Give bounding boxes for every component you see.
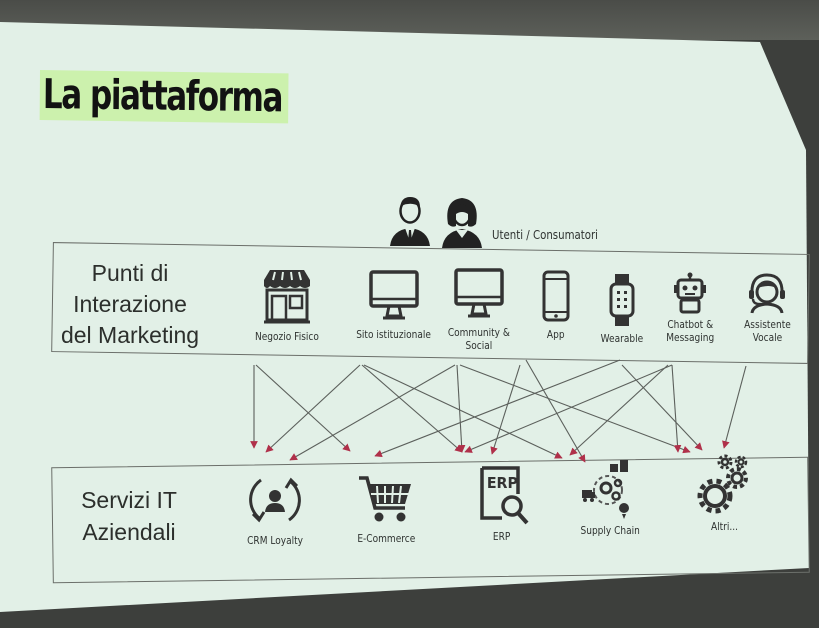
shopping-cart-icon <box>359 476 411 522</box>
man-icon <box>390 197 430 246</box>
item-label: Chatbot & Messaging <box>666 318 714 344</box>
item-label: App <box>547 328 565 341</box>
interaction-label-line-2: Interazione <box>73 291 187 317</box>
arrow-assistente-altri <box>722 365 747 449</box>
item-label: ERP <box>493 530 511 543</box>
interaction-label-line-3: del Marketing <box>60 322 200 348</box>
smartphone-icon <box>542 270 570 322</box>
services-band-label: Servizi IT Aziendali <box>70 484 188 548</box>
item-label: CRM Loyalty <box>247 534 303 547</box>
woman-icon <box>442 198 482 248</box>
arrow-community-ecommerce <box>456 364 466 453</box>
gears-icon <box>697 454 748 514</box>
services-label-line-2: Aziendali <box>82 519 176 545</box>
robot-icon <box>674 272 706 314</box>
services-label-line-1: Servizi IT <box>81 487 177 513</box>
item-label: Altri... <box>710 520 738 533</box>
item-wearable: Wearable <box>596 272 648 345</box>
arrow-sito-erp <box>361 364 463 453</box>
item-crm-loyalty: CRM Loyalty <box>230 470 320 547</box>
item-app: App <box>536 270 576 341</box>
item-altri: Altri... <box>688 454 760 533</box>
arrow-chatbot-crm <box>464 364 673 453</box>
erp-icon-text: ERP <box>486 474 518 492</box>
arrow-community-altri <box>459 364 691 454</box>
item-label: Assistente Vocale <box>743 318 791 344</box>
arrow-negozio-ecommerce <box>255 364 351 452</box>
item-label: Supply Chain <box>580 524 640 537</box>
desktop-monitor-icon <box>369 270 419 320</box>
arrow-wearable-altri <box>621 364 703 451</box>
headset-agent-icon <box>749 273 785 314</box>
arrow-sito-crm <box>265 364 361 453</box>
storefront-icon <box>264 270 310 324</box>
item-chatbot-messaging: Chatbot & Messaging <box>660 272 720 344</box>
erp-search-icon: ERP <box>472 464 532 526</box>
item-label: Wearable <box>600 332 644 345</box>
item-sito-istituzionale: Sito istituzionale <box>342 268 446 341</box>
crm-cycle-icon <box>249 477 301 523</box>
erp-document-icon <box>480 466 529 525</box>
item-community-social: Community & Social <box>440 266 518 352</box>
users-label: Utenti / Consumatori <box>492 228 599 242</box>
supply-chain-icon <box>582 460 629 519</box>
item-negozio-fisico: Negozio Fisico <box>244 266 330 343</box>
item-label: E-Commerce <box>357 532 415 545</box>
item-erp: ERP ERP <box>466 464 538 543</box>
item-label: Negozio Fisico <box>255 330 319 343</box>
arrow-chatbot-supply <box>569 364 669 456</box>
item-supply-chain: Supply Chain <box>570 458 650 537</box>
item-assistente-vocale: Assistente Vocale <box>734 272 800 344</box>
smartwatch-icon <box>609 274 635 326</box>
arrow-community-crm <box>289 364 456 461</box>
arrow-wearable-ecommerce <box>374 359 621 458</box>
interaction-label-line-1: Punti di <box>91 260 169 286</box>
arrow-chatbot-altri <box>671 364 682 453</box>
arrow-app-supply <box>525 359 586 463</box>
desktop-monitor-icon <box>454 268 504 318</box>
item-e-commerce: E-Commerce <box>346 472 426 545</box>
item-label: Sito istituzionale <box>356 328 432 341</box>
item-label: Community & Social <box>447 326 511 352</box>
interaction-band-label: Punti di Interazione del Marketing <box>60 258 200 351</box>
arrow-sito-supply <box>363 364 563 459</box>
